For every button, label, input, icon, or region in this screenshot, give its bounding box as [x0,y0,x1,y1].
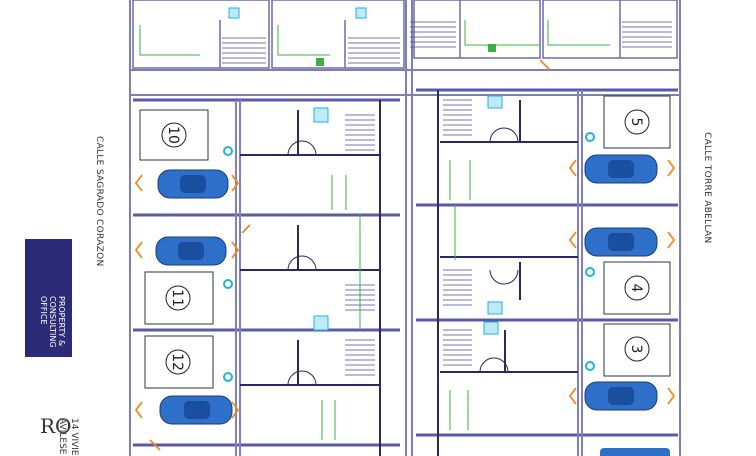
right-row-walls [416,88,678,437]
right-unit-interiors [437,90,578,456]
brand-name: PROPERTY & CONSULTING OFFICE [39,296,66,348]
brand-logo-box [25,239,72,357]
parking-bays-left [139,109,214,389]
brand-line: OFFICE [39,296,48,325]
brand-line: PROPERTY & [57,296,66,347]
top-units [132,0,678,69]
top-fixture [355,7,367,19]
car-icon [584,154,658,184]
cars [155,154,670,456]
car-icon [159,395,233,425]
car-icon [584,227,658,257]
door-swings [287,127,519,386]
parking-bays-right [603,95,671,377]
spot-number: 3 [628,345,644,354]
spot-number: 11 [169,289,185,307]
green-guides-top [139,20,610,56]
parking-numbers [161,109,650,375]
street-name-right: CALLE TORRE ABELLAN [702,132,712,244]
car-icon [600,448,670,456]
car-icon [584,381,658,411]
garage-walls [235,90,583,456]
top-fixture [316,58,324,66]
street-name-left: CALLE SAGRADO CORAZON [94,136,104,267]
top-stairs [222,21,672,64]
spot-number: 5 [628,118,644,127]
left-unit-interiors [240,100,381,456]
brand-line: CONSULTING [48,296,57,348]
left-row-walls [133,98,400,447]
spot-number: 12 [169,353,185,371]
spot-number: 4 [628,284,644,293]
outer-walls [129,0,681,456]
parking-markers [134,59,676,451]
partial-logo: RO [40,414,72,438]
top-fixture [488,44,496,52]
parking-number-labels: 10 11 12 5 4 3 [165,118,644,371]
bathroom-fixtures [313,95,503,335]
car-icon [157,169,229,199]
top-fixture [228,7,240,19]
cyan-markers [223,132,595,382]
spot-number: 10 [165,126,181,144]
unit-stairs [345,99,472,376]
car-icon [155,236,227,266]
green-guides [321,160,471,440]
